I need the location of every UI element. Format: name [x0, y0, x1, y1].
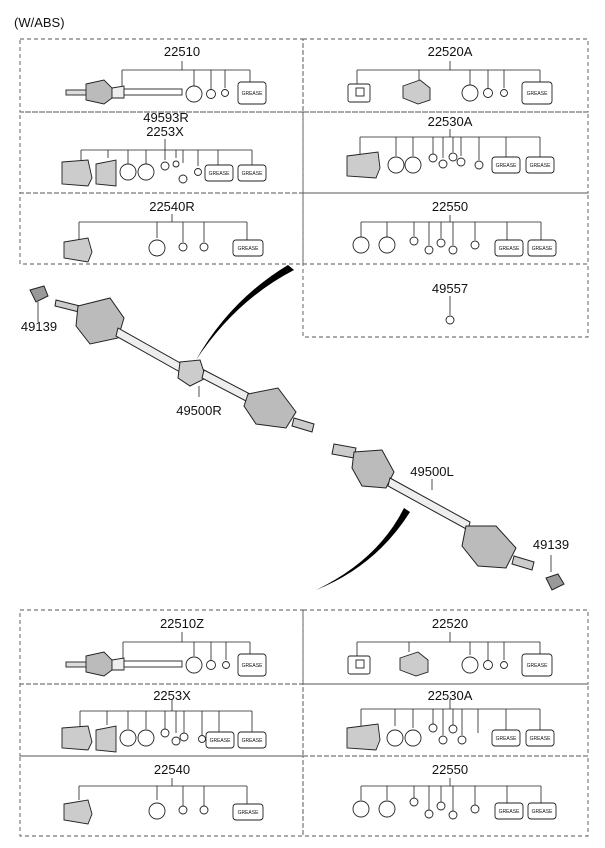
bottom-panel-frames — [19, 609, 589, 837]
grease-label: GREASE — [242, 663, 264, 669]
grease-label: GREASE — [499, 246, 521, 252]
shaft-assembly-right — [29, 285, 315, 433]
label-22550: 22550 — [431, 199, 469, 214]
grease-labels: GREASE GREASE GREASE GREASE GREASE GREAS… — [209, 91, 554, 816]
parts-22550-top — [352, 236, 557, 257]
grease-label: GREASE — [527, 663, 549, 669]
grease-label: GREASE — [242, 91, 264, 97]
label-2253X-bottom: 2253X — [153, 688, 191, 703]
label-49500R: 49500R — [176, 403, 222, 418]
grease-label: GREASE — [527, 91, 549, 97]
parts-22530A-top — [346, 151, 555, 179]
parts-22510Z — [65, 651, 267, 677]
label-49500L: 49500L — [410, 464, 454, 479]
abs-note: (W/ABS) — [14, 15, 65, 30]
label-22520: 22520 — [431, 616, 469, 631]
parts-2253X — [61, 159, 267, 187]
parts-22520 — [347, 651, 553, 677]
label-49593R: 49593R — [143, 110, 189, 125]
grease-label: GREASE — [238, 246, 260, 252]
label-2253X: 2253X — [146, 124, 184, 139]
parts-22530A-bottom — [346, 723, 555, 751]
shaft-assembly-left — [331, 443, 565, 591]
parts-22540R — [63, 237, 264, 263]
label-22530A: 22530A — [427, 114, 473, 129]
grease-label: GREASE — [496, 736, 518, 742]
grease-label: GREASE — [499, 809, 521, 815]
parts-2253X-bottom — [61, 725, 267, 753]
label-49139-right: 49139 — [532, 537, 570, 552]
parts-22540 — [63, 799, 264, 825]
grease-label: GREASE — [530, 163, 552, 169]
label-22520A: 22520A — [427, 44, 473, 59]
label-22540: 22540 — [153, 762, 191, 777]
grease-label: GREASE — [532, 246, 554, 252]
grease-label: GREASE — [530, 736, 552, 742]
grease-label: GREASE — [210, 738, 232, 744]
label-49139-left: 49139 — [20, 319, 58, 334]
label-49557: 49557 — [431, 281, 469, 296]
label-22530A-bottom: 22530A — [427, 688, 473, 703]
leader-lines — [37, 61, 552, 811]
label-22510: 22510 — [163, 44, 201, 59]
grease-label: GREASE — [209, 171, 231, 177]
grease-label: GREASE — [242, 171, 264, 177]
parts-49557 — [445, 315, 455, 325]
parts-22510 — [65, 79, 267, 105]
grease-label: GREASE — [496, 163, 518, 169]
top-panel-frames — [19, 38, 589, 338]
parts-22550-bottom — [352, 797, 557, 820]
grease-label: GREASE — [242, 738, 264, 744]
label-22550-bottom: 22550 — [431, 762, 469, 777]
label-22510Z: 22510Z — [159, 616, 205, 631]
parts-22520A — [347, 79, 553, 105]
grease-label: GREASE — [238, 810, 260, 816]
grease-label: GREASE — [532, 809, 554, 815]
swoosh-arcs — [196, 265, 410, 590]
label-22540R: 22540R — [149, 199, 195, 214]
